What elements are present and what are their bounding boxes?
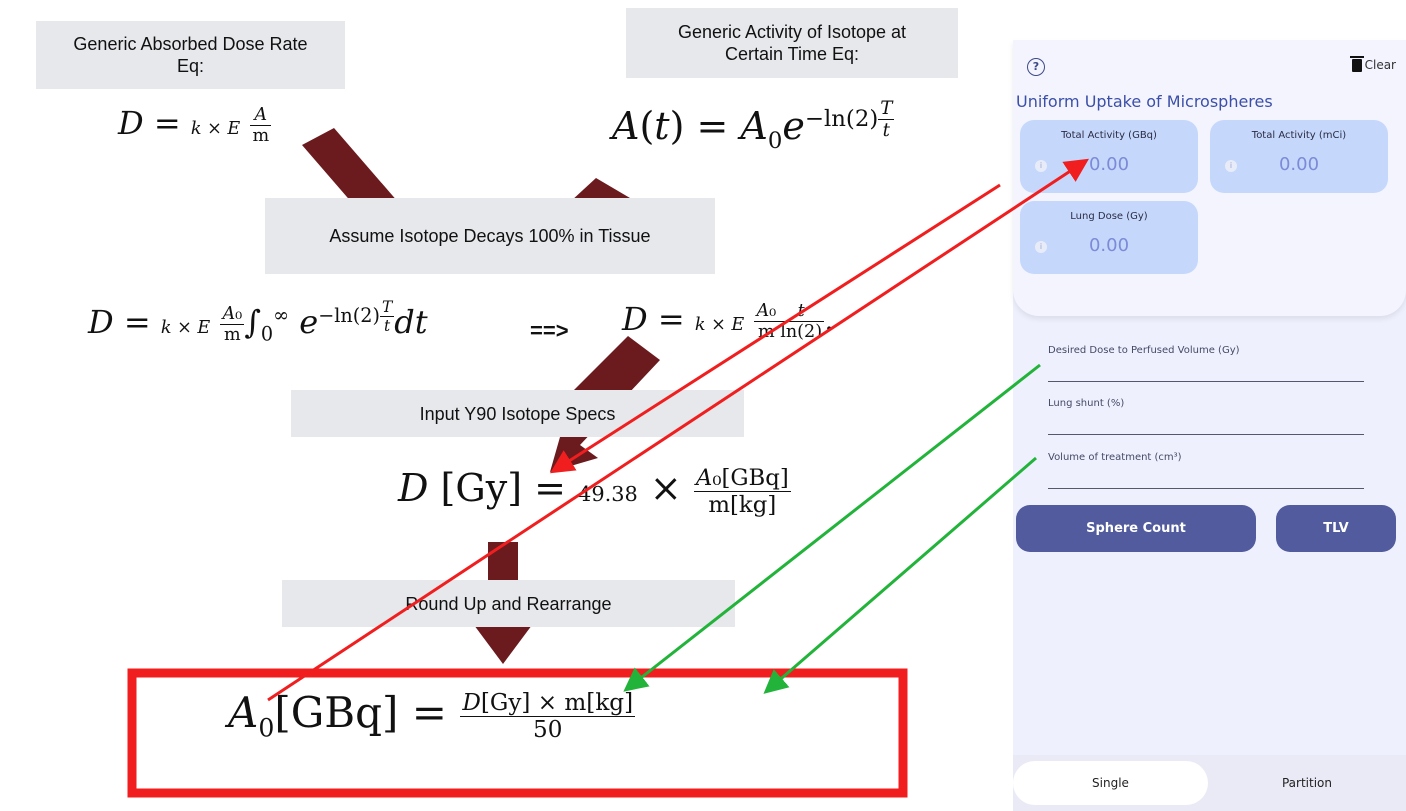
lung-shunt-field[interactable]: Lung shunt (%) [1048, 398, 1364, 435]
sphere-count-button[interactable]: Sphere Count [1016, 505, 1256, 552]
trash-icon [1349, 55, 1364, 72]
treatment-volume-field[interactable]: Volume of treatment (cm³) [1048, 452, 1364, 489]
equation-y90: D [Gy] = 49.38 × A₀[GBq]m[kg] [398, 465, 791, 518]
clear-button[interactable]: Clear [1349, 55, 1396, 72]
help-icon[interactable]: ? [1027, 58, 1045, 76]
flow-arrow [474, 625, 532, 664]
equation-arrow: ==> [530, 318, 569, 343]
bottom-tabs: Single Partition [1013, 755, 1406, 811]
label-absorbed-dose: Generic Absorbed Dose Rate Eq: [36, 21, 345, 89]
label-round-rearrange: Round Up and Rearrange [282, 580, 735, 627]
tile-lung-dose: Lung Dose (Gy) i 0.00 [1020, 201, 1198, 274]
label-assume-decay: Assume Isotope Decays 100% in Tissue [265, 198, 715, 274]
tab-partition[interactable]: Partition [1281, 776, 1332, 790]
tile-total-activity-gbq: Total Activity (GBq) i 0.00 [1020, 120, 1198, 193]
desired-dose-field[interactable]: Desired Dose to Perfused Volume (Gy) [1048, 345, 1364, 382]
info-icon[interactable]: i [1225, 160, 1237, 172]
coefficient: 49.38 [578, 482, 638, 506]
equation-result: A0[GBq] = D[Gy] × m[kg]50 [228, 688, 636, 743]
tile-total-activity-mci: Total Activity (mCi) i 0.00 [1210, 120, 1388, 193]
card-title: Uniform Uptake of Microspheres [1016, 92, 1273, 111]
tab-single[interactable]: Single [1013, 761, 1208, 805]
denominator: 50 [533, 716, 563, 743]
label-input-specs: Input Y90 Isotope Specs [291, 390, 744, 437]
results-card: ? Clear Uniform Uptake of Microspheres T… [1013, 40, 1406, 316]
tlv-button[interactable]: TLV [1276, 505, 1396, 552]
calculator-app: ? Clear Uniform Uptake of Microspheres T… [1013, 40, 1406, 811]
label-activity-time: Generic Activity of Isotope at Certain T… [626, 8, 958, 78]
